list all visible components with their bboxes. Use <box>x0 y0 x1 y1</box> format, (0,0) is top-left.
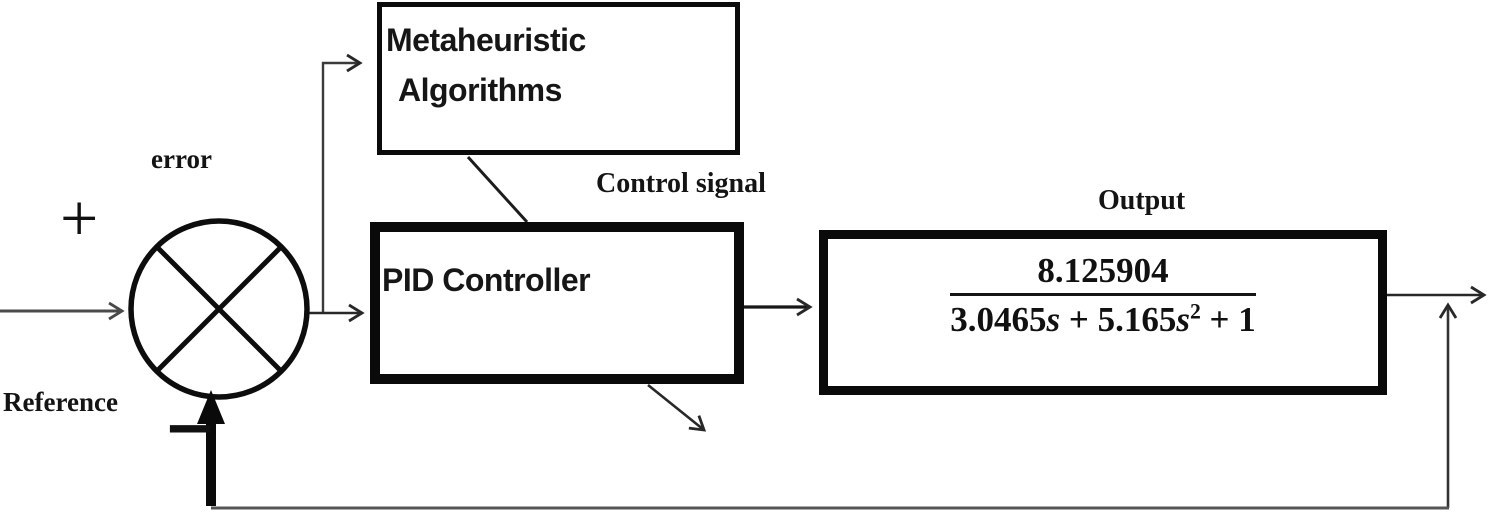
error-label: error <box>151 144 212 174</box>
reference-label: Reference <box>3 387 118 417</box>
pid-controller-block: PID Controller <box>370 222 744 384</box>
den-var2: s <box>1176 300 1190 340</box>
feedback-to-summing-arrowhead <box>197 390 225 424</box>
transfer-function-block: 8.125904 3.0465s + 5.165s2 + 1 <box>819 230 1387 395</box>
pid-controller-label: PID Controller <box>382 262 591 298</box>
transfer-function-numerator: 8.125904 <box>950 250 1256 297</box>
control-signal-tap-arrow <box>647 383 707 432</box>
den-coeff1: 3.0465 <box>950 300 1047 340</box>
output-label: Output <box>1098 185 1186 216</box>
transfer-function-denominator: 3.0465s + 5.165s2 + 1 <box>950 296 1256 340</box>
den-var1: s <box>1046 300 1061 340</box>
den-constant: 1 <box>1238 300 1256 340</box>
minus-sign: − <box>163 391 217 465</box>
summing-junction-cross <box>155 245 283 373</box>
control-signal-label: Control signal <box>596 168 766 199</box>
den-op2: + <box>1200 300 1239 340</box>
metaheuristic-to-pid-link <box>466 155 529 224</box>
metaheuristic-label-line1: Metaheuristic <box>386 22 586 58</box>
den-op1: + <box>1060 300 1098 340</box>
error-branch-to-metaheuristic-arrow <box>321 53 363 312</box>
den-exponent: 2 <box>1189 299 1201 324</box>
transfer-function: 8.125904 3.0465s + 5.165s2 + 1 <box>950 250 1256 341</box>
plus-sign: + <box>60 180 99 256</box>
metaheuristic-block: Metaheuristic Algorithms <box>377 2 740 155</box>
den-coeff2: 5.165 <box>1097 300 1177 340</box>
metaheuristic-label-line2: Algorithms <box>398 72 562 108</box>
